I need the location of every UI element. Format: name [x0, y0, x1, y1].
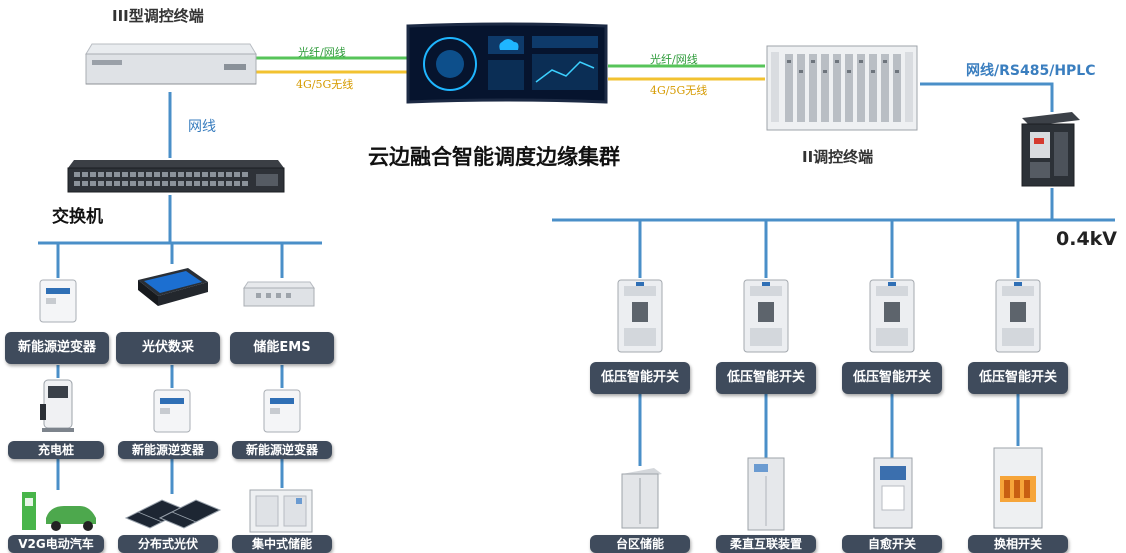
left-branch-1-mid-label: 充电桩	[8, 441, 104, 459]
left-branch-3-bottom-label: 集中式储能	[232, 535, 332, 553]
left-branch-3-top-label: 储能EMS	[230, 332, 334, 364]
right-branch-1-switch-label: 低压智能开关	[590, 362, 690, 394]
molded-case-breaker-icon	[869, 279, 915, 353]
air-circuit-breaker-icon	[1021, 112, 1080, 187]
right-branch-3-switch-label: 低压智能开关	[842, 362, 942, 394]
cluster-title: 云边融合智能调度边缘集群	[368, 145, 620, 169]
right-branch-4-switch-label: 低压智能开关	[968, 362, 1068, 394]
edge-cluster-screen-icon	[406, 22, 608, 104]
molded-case-breaker-icon	[743, 279, 789, 353]
terminal3-server-icon	[85, 43, 257, 85]
left-branch-2-mid-label: 新能源逆变器	[118, 441, 218, 459]
inverter-icon	[263, 389, 301, 433]
left-branch-2-bottom-label: 分布式光伏	[118, 535, 218, 553]
switch-title: 交换机	[52, 207, 103, 227]
left-branch-1-bottom-label: V2G电动汽车	[8, 535, 104, 553]
phase-change-switch-icon	[993, 447, 1043, 529]
inverter-icon	[153, 389, 191, 433]
charging-pile-icon	[40, 379, 74, 432]
left-branch-1-top-label: 新能源逆变器	[5, 332, 109, 364]
right-branch-4-device-label: 换相开关	[968, 535, 1068, 553]
terminal2-breaker-line	[920, 82, 1054, 112]
right-branch-3-device-label: 自愈开关	[842, 535, 942, 553]
right-branch-2-device-label: 柔直互联装置	[716, 535, 816, 553]
left-branch-2-top-label: 光伏数采	[116, 332, 220, 364]
right-fiber-label: 光纤/网线	[650, 53, 698, 66]
inverter-icon	[39, 279, 77, 323]
network-switch-icon	[67, 160, 285, 193]
left-branch-3-mid-label: 新能源逆变器	[232, 441, 332, 459]
terminal3-link-label: 网线	[188, 119, 216, 135]
distributed-pv-panel-icon	[124, 499, 222, 529]
right-branch-1-device-label: 台区储能	[590, 535, 690, 553]
terminal2-link-label: 网线/RS485/HPLC	[966, 63, 1096, 79]
area-storage-cabinet-icon	[621, 468, 662, 529]
voltage-label: 0.4kV	[1056, 228, 1117, 250]
centralized-storage-icon	[249, 489, 313, 533]
terminal2-rack-icon	[766, 45, 918, 131]
flexible-interconnect-cabinet-icon	[747, 457, 785, 531]
pv-data-collector-icon	[138, 268, 208, 306]
molded-case-breaker-icon	[617, 279, 663, 353]
right-wireless-label: 4G/5G无线	[650, 84, 708, 97]
terminal2-title: II调控终端	[802, 148, 874, 166]
storage-ems-icon	[243, 281, 315, 307]
terminal3-title: III型调控终端	[112, 7, 204, 25]
left-wireless-label: 4G/5G无线	[296, 78, 354, 91]
right-branch-2-switch-label: 低压智能开关	[716, 362, 816, 394]
molded-case-breaker-icon	[995, 279, 1041, 353]
self-healing-switch-icon	[873, 457, 913, 529]
v2g-ev-charger-icon	[22, 492, 96, 531]
left-fiber-label: 光纤/网线	[298, 46, 346, 59]
